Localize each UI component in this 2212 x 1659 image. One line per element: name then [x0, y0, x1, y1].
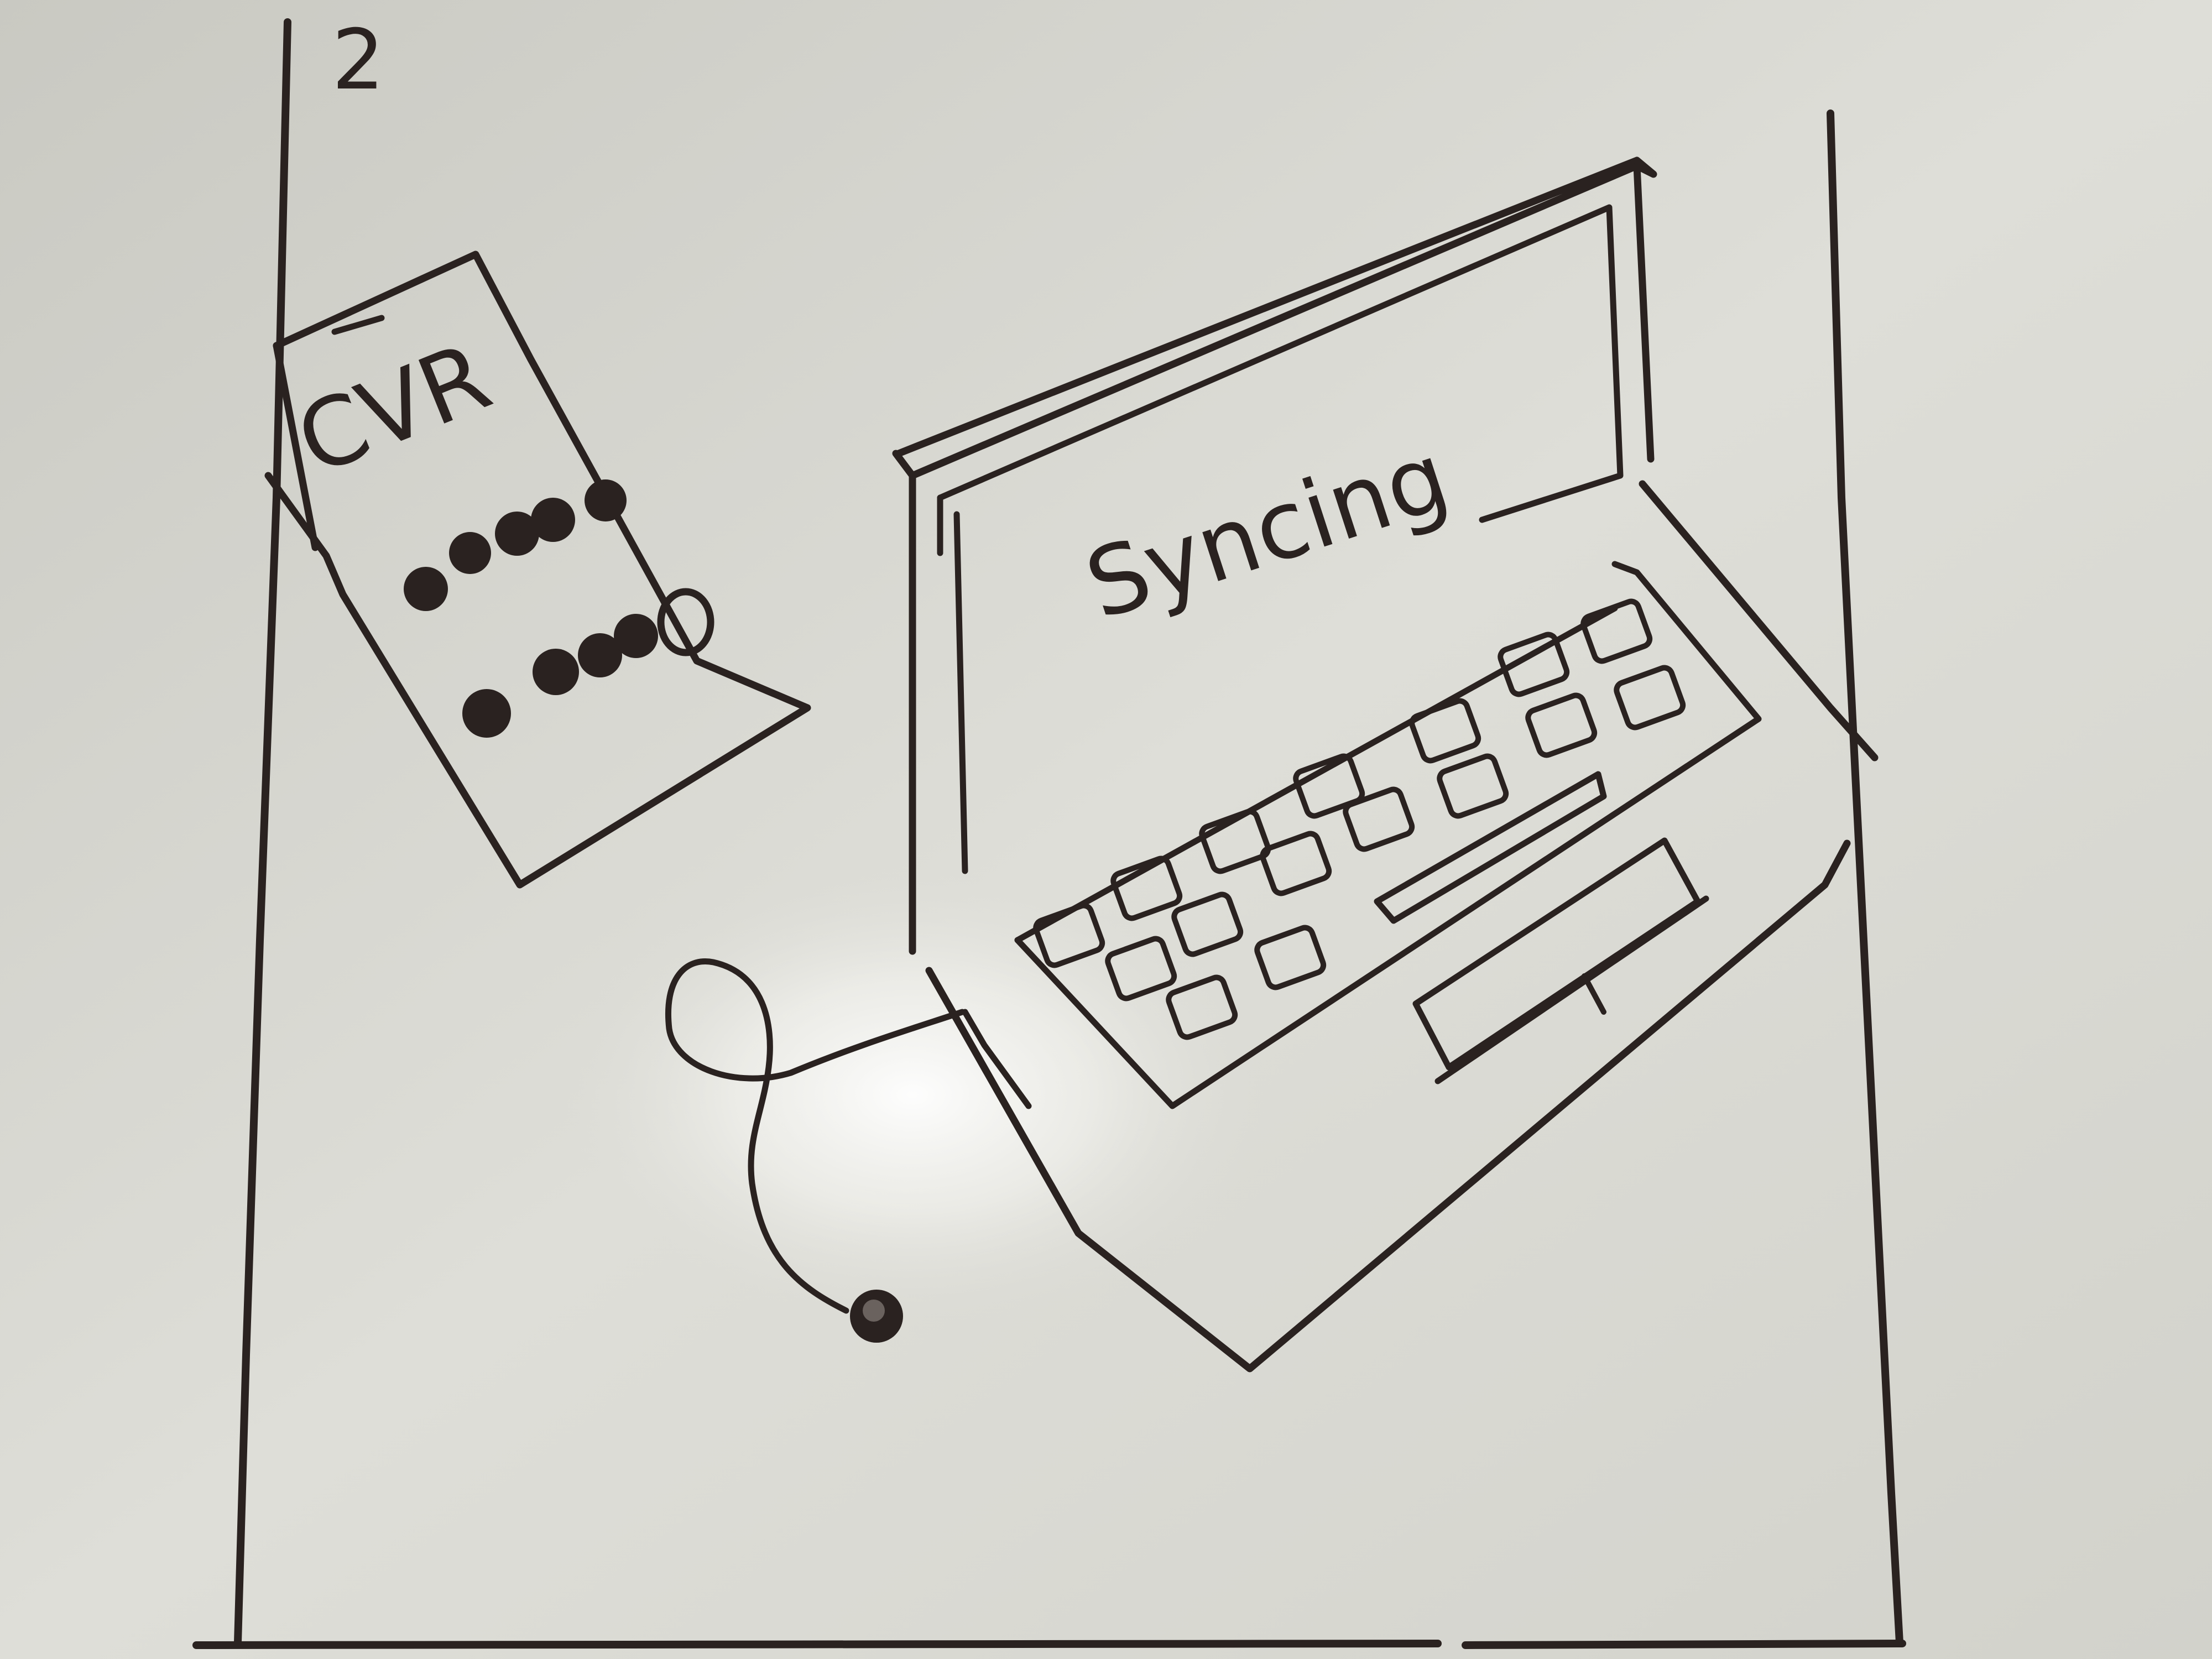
usb-cable-icon: [665, 958, 1032, 1343]
light-glare: [553, 863, 1272, 1327]
page-number: 2: [332, 12, 384, 108]
laptop-keyboard: [1033, 598, 1709, 1084]
storyboard-frame: [192, 18, 1906, 1649]
phone-keypad: [404, 479, 714, 738]
